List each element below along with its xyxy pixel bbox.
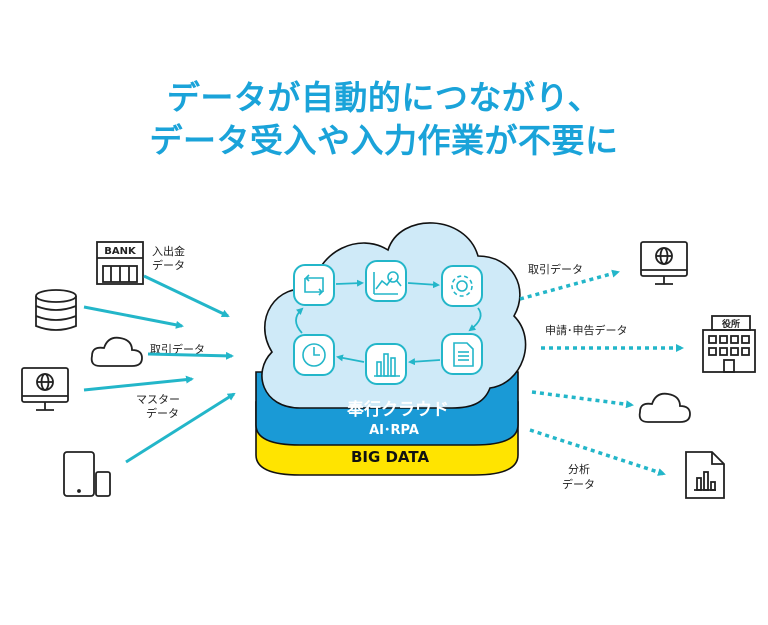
trade-label-right: 取引データ: [528, 262, 583, 276]
product-name: 奉行クラウド: [346, 399, 449, 420]
master-label-1: マスター: [136, 393, 180, 406]
document-icon: [453, 342, 474, 367]
analysis-label-1: 分析: [568, 462, 590, 476]
headline-line-2: データ受入や入力作業が不要に: [149, 121, 619, 160]
monitor-icon-left: [21, 367, 69, 411]
big-data-label: BIG DATA: [351, 448, 430, 466]
bar-chart-icon: [374, 353, 400, 377]
bank-label-2: データ: [152, 258, 185, 272]
ai-rpa-label: AI･RPA: [369, 423, 419, 438]
government-office-icon: [702, 315, 756, 373]
cycle-step-4: [441, 333, 483, 375]
bank-icon: [96, 241, 144, 285]
office-sign: 役所: [721, 318, 740, 330]
process-cycle: [293, 260, 483, 385]
clock-icon: [302, 343, 326, 367]
cycle-step-5: [365, 343, 407, 385]
headline-line-1: データが自動的につながり、: [166, 78, 602, 117]
master-label-2: データ: [146, 406, 179, 420]
database-icon: [35, 289, 77, 331]
gear-icon: [451, 275, 473, 297]
cycle-arrows: [295, 279, 482, 366]
monitor-icon-right: [640, 241, 688, 285]
tablet-phone-icon: [63, 451, 111, 497]
analysis-label-2: データ: [562, 477, 595, 491]
cloud-icon-left: [90, 336, 143, 367]
sync-icon: [304, 274, 324, 296]
input-arrows: [83, 274, 236, 464]
cycle-step-3: [441, 265, 483, 307]
trade-label-left: 取引データ: [150, 342, 205, 356]
cloud-icon-right: [638, 392, 691, 423]
filing-label: 申請･申告データ: [545, 323, 628, 337]
cycle-step-1: [293, 264, 335, 306]
bank-sign: BANK: [104, 246, 137, 257]
output-arrows: [519, 269, 684, 476]
analysis-icon: [373, 271, 402, 295]
cycle-step-2: [365, 260, 407, 302]
report-document-icon: [685, 451, 725, 499]
bank-label-1: 入出金: [152, 244, 185, 258]
